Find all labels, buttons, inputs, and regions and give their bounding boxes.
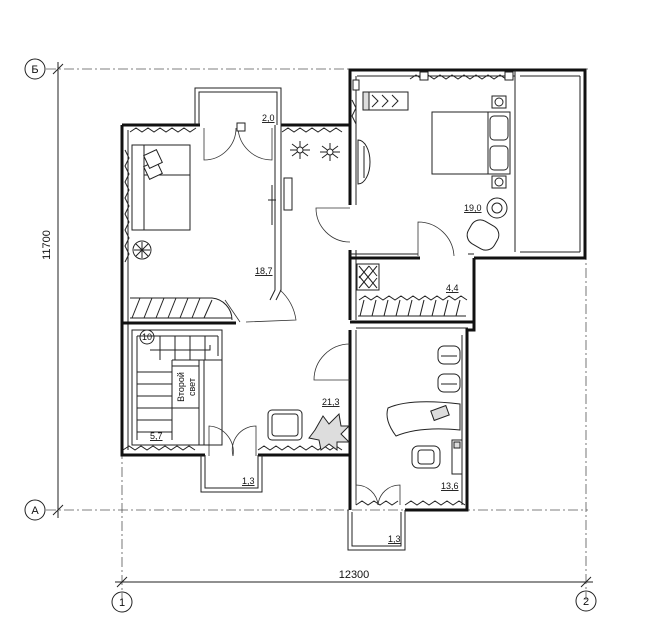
doors [203, 127, 455, 506]
horizontal-dimension: 12300 [115, 569, 593, 588]
axis-marker-col-left: 1 [111, 591, 133, 613]
office-chair-icon [437, 345, 461, 393]
plant-icon [132, 240, 152, 260]
chair-icon [466, 197, 508, 251]
area-label-balcony-top: 2,0 [262, 113, 275, 123]
staircase [130, 297, 466, 446]
axis-label-col-right: 2 [583, 596, 589, 608]
area-label-living: 18,7 [255, 266, 273, 276]
area-label-porch-left: 1,3 [242, 476, 255, 486]
axis-marker-row-top: Б [24, 58, 46, 80]
area-label-porch-right: 1,3 [388, 534, 401, 544]
axis-label-row-bottom: А [31, 505, 39, 517]
plant-icon [320, 143, 340, 161]
shower-icon [356, 263, 380, 291]
area-label-bedroom: 19,0 [464, 203, 482, 213]
armchair-icon [267, 409, 303, 441]
plant-icon [290, 141, 310, 159]
stair-number-marker: 10 [139, 329, 155, 345]
desk-icon [386, 401, 461, 437]
second-light-label-line1: Второй [176, 372, 186, 402]
axis-marker-col-right: 2 [575, 590, 597, 612]
shelf-icon [451, 439, 463, 475]
area-label-stair: 5,7 [150, 431, 163, 441]
vertical-dimension: 11700 [41, 62, 64, 518]
dresser-icon [362, 91, 409, 111]
axis-label-col-left: 1 [119, 597, 125, 609]
sofa-icon [131, 144, 191, 231]
area-label-office: 13,6 [441, 481, 459, 491]
plant-icon [308, 412, 351, 451]
mirror-icon [357, 139, 371, 185]
desk-chair-icon [411, 445, 441, 469]
tv-icon [268, 177, 293, 225]
second-light-label-line2: свет [187, 378, 197, 396]
height-dimension-label: 11700 [41, 230, 53, 260]
area-label-hall: 21,3 [322, 397, 340, 407]
area-label-bath: 4,4 [446, 283, 459, 293]
second-light-box: Второй свет [171, 365, 200, 409]
wall-markers [236, 71, 514, 132]
axis-marker-row-bottom: А [24, 499, 46, 521]
stair-number-label: 10 [142, 332, 152, 342]
exterior-walls [120, 68, 587, 551]
axis-label-row-top: Б [31, 64, 38, 76]
width-dimension-label: 12300 [339, 569, 370, 581]
bed-icon [431, 95, 511, 189]
